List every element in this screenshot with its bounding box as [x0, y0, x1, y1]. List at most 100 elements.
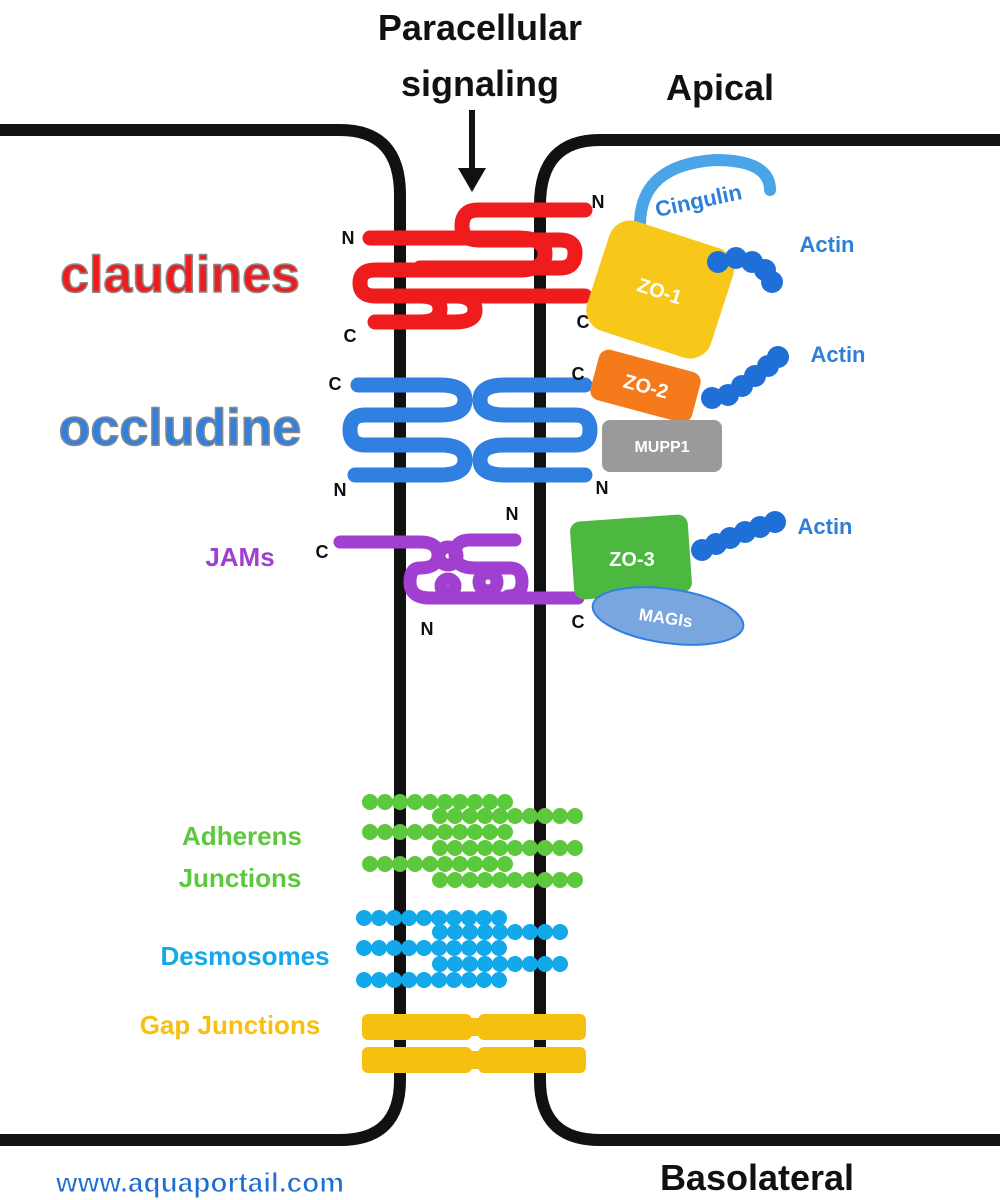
junction-dot	[422, 856, 438, 872]
zo3-protein: ZO-3	[570, 514, 692, 600]
junction-dot	[386, 910, 402, 926]
junction-dot	[356, 940, 372, 956]
junction-dot	[482, 824, 498, 840]
junction-dot	[437, 856, 453, 872]
junction-dot	[371, 910, 387, 926]
junction-dot	[416, 910, 432, 926]
junction-dot	[452, 856, 468, 872]
junction-dot	[407, 824, 423, 840]
junction-dot	[462, 924, 478, 940]
occludine-label: occludine	[59, 399, 302, 457]
basolateral-label: Basolateral	[660, 1157, 854, 1198]
junction-dot	[377, 794, 393, 810]
junction-dot	[492, 840, 508, 856]
occludin-c-terminus: C	[329, 374, 342, 394]
junction-dot	[522, 924, 538, 940]
junction-dot	[507, 924, 523, 940]
junction-dot	[567, 808, 583, 824]
junction-dot	[537, 840, 553, 856]
junction-dot	[467, 824, 483, 840]
adherens-label-line1: Adherens	[182, 821, 302, 851]
paracellular-title-line1: Paracellular	[378, 7, 582, 48]
junction-dot	[431, 910, 447, 926]
junction-dot	[362, 824, 378, 840]
junction-dot	[377, 856, 393, 872]
zo2-protein: ZO-2	[590, 349, 701, 423]
junction-dot	[416, 940, 432, 956]
junction-dot	[462, 840, 478, 856]
junction-dot	[437, 794, 453, 810]
junction-dot	[477, 808, 493, 824]
occludin-right-c-terminus: C	[572, 364, 585, 384]
jam-protein	[333, 533, 585, 605]
junction-dot	[371, 972, 387, 988]
actin-filament-3	[691, 511, 786, 561]
junction-dot	[477, 956, 493, 972]
junction-dot	[461, 910, 477, 926]
junction-dot	[492, 924, 508, 940]
junction-dot	[407, 794, 423, 810]
actin-filament-2	[701, 346, 789, 409]
junction-dot	[552, 840, 568, 856]
junction-dot	[537, 872, 553, 888]
junction-dot	[401, 910, 417, 926]
junction-dot	[362, 794, 378, 810]
junction-dot	[552, 956, 568, 972]
junction-dot	[416, 972, 432, 988]
junction-dot	[356, 910, 372, 926]
zo3-label: ZO-3	[609, 549, 655, 571]
occludin-protein	[342, 377, 598, 483]
junction-dot	[447, 956, 463, 972]
junction-dot	[386, 972, 402, 988]
desmosome-dots	[356, 910, 568, 988]
junction-dot	[446, 972, 462, 988]
junction-dot	[447, 872, 463, 888]
junction-dot	[477, 840, 493, 856]
claudin-protein	[352, 202, 593, 330]
junction-dot	[467, 794, 483, 810]
junction-dot	[356, 972, 372, 988]
jams-label: JAMs	[205, 542, 274, 572]
junction-dot	[447, 924, 463, 940]
jam-n-terminus: N	[506, 504, 519, 524]
occludin-right-n-terminus: N	[596, 478, 609, 498]
actin-label-2: Actin	[811, 342, 866, 367]
junction-dot	[401, 940, 417, 956]
gap-junction-channels	[362, 1014, 586, 1073]
junction-dot	[422, 794, 438, 810]
junction-dot	[446, 940, 462, 956]
junction-dot	[476, 972, 492, 988]
junction-dot	[446, 910, 462, 926]
mupp1-protein: MUPP1	[602, 420, 722, 472]
actin-filament-1	[707, 247, 783, 293]
junction-dot	[482, 856, 498, 872]
junction-dot	[522, 956, 538, 972]
cingulin-label: Cingulin	[653, 179, 744, 222]
junction-dot	[422, 824, 438, 840]
junction-dot	[522, 808, 538, 824]
claudin-n-terminus: N	[342, 228, 355, 248]
down-arrow-icon	[458, 110, 486, 192]
junction-dot	[507, 956, 523, 972]
junction-dot	[537, 808, 553, 824]
junction-dot	[492, 956, 508, 972]
junction-dot	[462, 956, 478, 972]
actin-label-1: Actin	[800, 232, 855, 257]
apical-label: Apical	[666, 67, 774, 108]
junction-dot	[462, 872, 478, 888]
website-watermark: www.aquaportail.com	[55, 1167, 344, 1198]
junction-dot	[437, 824, 453, 840]
actin-label-3: Actin	[798, 514, 853, 539]
adherens-label-line2: Junctions	[179, 863, 302, 893]
jam-right-c-terminus: C	[572, 612, 585, 632]
junction-dot	[432, 924, 448, 940]
claudin-right-n-terminus: N	[592, 192, 605, 212]
junction-dot	[482, 794, 498, 810]
junction-dot	[552, 924, 568, 940]
occludin-n-terminus: N	[334, 480, 347, 500]
junction-dot	[537, 924, 553, 940]
junction-dot	[462, 808, 478, 824]
junction-dot	[432, 872, 448, 888]
paracellular-title-line2: signaling	[401, 63, 559, 104]
